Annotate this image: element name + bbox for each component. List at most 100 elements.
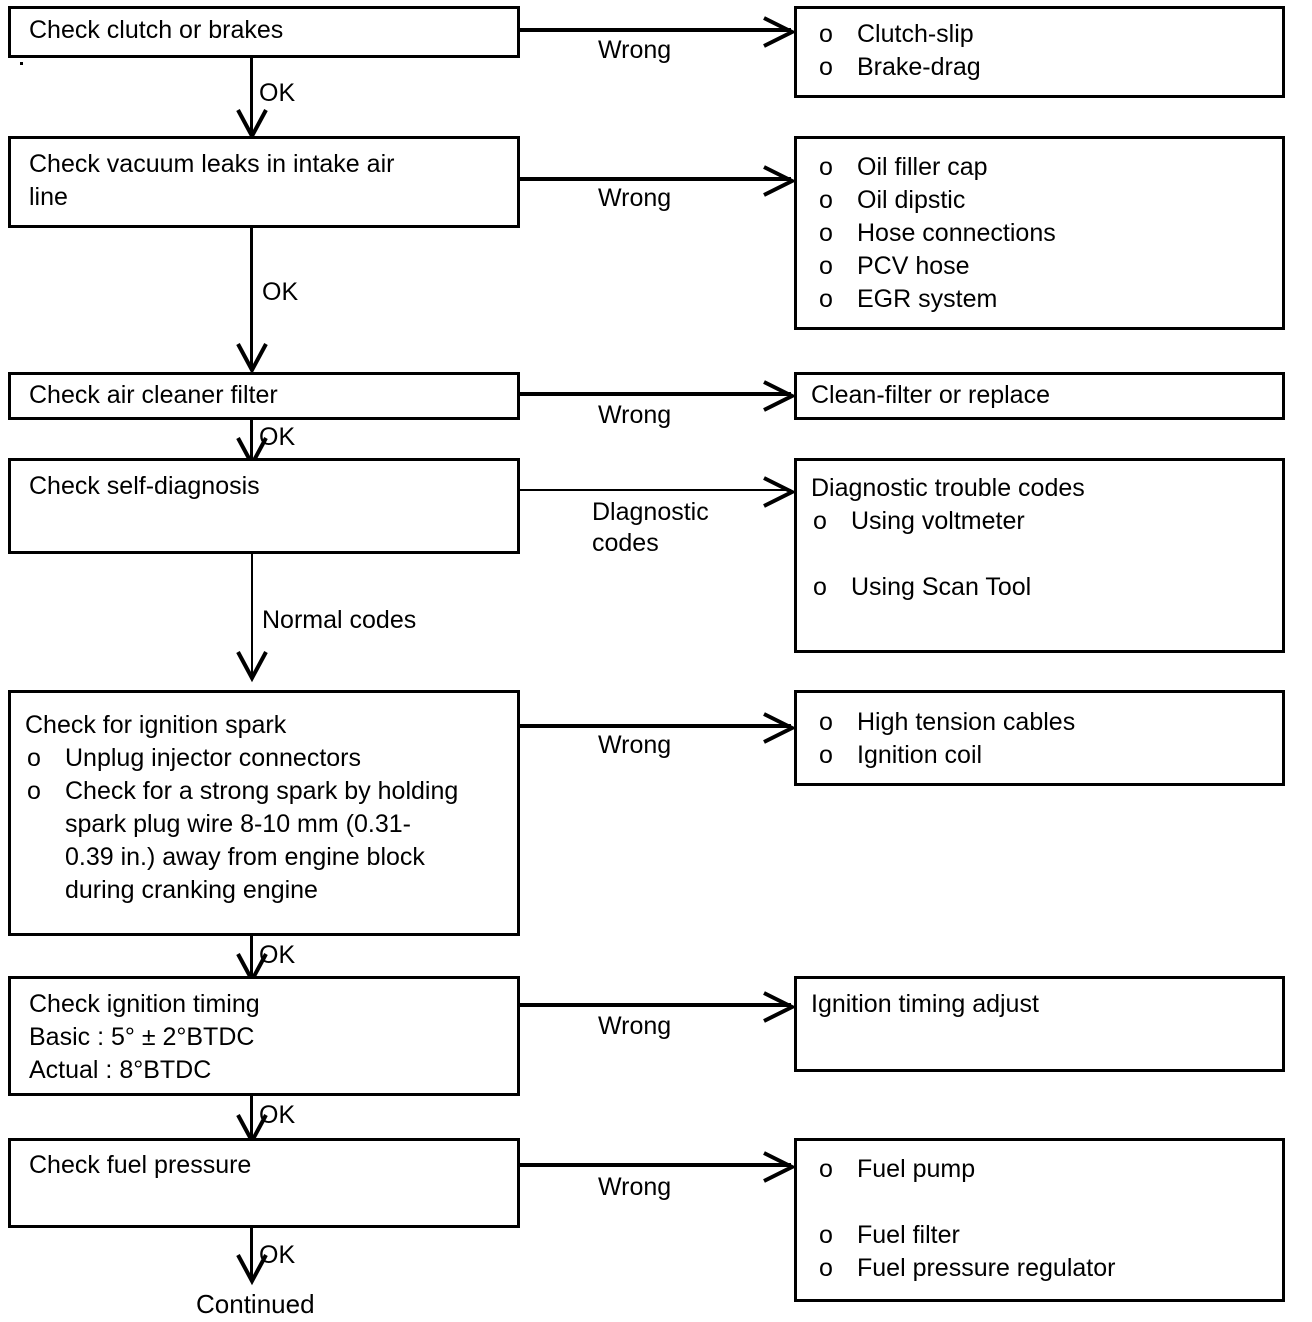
edge-label-ok-7: OK (259, 1241, 296, 1269)
result-box-diagnostic-trouble-codes[interactable]: Diagnostic trouble codes o Using voltmete… (794, 458, 1285, 653)
connector-ok-3 (250, 420, 253, 460)
connector-wrong-2 (519, 177, 791, 181)
list-item: o Using Scan Tool (811, 571, 1282, 604)
step-box-check-ignition-timing[interactable]: Check ignition timing Basic : 5° ± 2°BTD… (8, 976, 520, 1096)
step-title: Check ignition timing Basic : 5° ± 2°BTD… (29, 990, 260, 1084)
edge-label-wrong-2: Wrong (598, 184, 672, 212)
step-box-check-ignition-spark[interactable]: Check for ignition spark o Unplug injecto… (8, 690, 520, 936)
list-item: o Oil dipstic (815, 184, 1282, 217)
list-item: o Using voltmeter (811, 505, 1282, 538)
list-item: o EGR system (815, 283, 1282, 316)
connector-normal-codes (251, 554, 253, 676)
result-box-ignition-timing-action[interactable]: Ignition timing adjust (794, 976, 1285, 1072)
connector-diagnostic-codes (519, 489, 791, 491)
bullet-icon: o (819, 252, 833, 280)
bullet-icon: o (819, 285, 833, 313)
bullet-icon: o (819, 186, 833, 214)
bullet-icon: o (819, 219, 833, 247)
bullet-icon: o (819, 1254, 833, 1282)
list-item: o Fuel filter (815, 1219, 1282, 1252)
list-item: o Fuel pressure regulator (815, 1252, 1282, 1285)
step-title: Check vacuum leaks in intake air line (29, 150, 395, 211)
list-item: o PCV hose (815, 250, 1282, 283)
list-item-label: High tension cables (857, 708, 1076, 736)
connector-wrong-6 (519, 1003, 791, 1007)
edge-label-ok-5: OK (259, 941, 296, 969)
list-item-label: Oil filler cap (857, 153, 988, 181)
bullet-icon: o (819, 1155, 833, 1183)
connector-ok-2 (250, 228, 253, 366)
list-item-label: PCV hose (857, 252, 970, 280)
list-item-label: Using voltmeter (851, 507, 1025, 535)
scan-speck (20, 62, 23, 65)
result-title: Clean-filter or replace (811, 381, 1050, 409)
list-item: o Brake-drag (815, 51, 1282, 84)
step-title: Check air cleaner filter (29, 381, 278, 409)
list-item-label: EGR system (857, 285, 998, 313)
list-item: o Unplug injector connectors (25, 742, 517, 775)
bullet-icon: o (27, 744, 41, 772)
edge-label-ok-3: OK (259, 423, 296, 451)
step-box-check-self-diagnosis[interactable]: Check self-diagnosis (8, 458, 520, 554)
bullet-icon: o (819, 741, 833, 769)
terminal-label-continued: Continued (196, 1289, 315, 1319)
list-item: o Oil filler cap (815, 151, 1282, 184)
edge-label-wrong-7: Wrong (598, 1173, 672, 1201)
step-box-check-fuel-pressure[interactable]: Check fuel pressure (8, 1138, 520, 1228)
bullet-icon: o (819, 20, 833, 48)
edge-label-ok-6: OK (259, 1101, 296, 1129)
connector-ok-7 (250, 1228, 253, 1280)
list-item-label: Fuel pump (857, 1155, 976, 1183)
step-box-check-air-cleaner-filter[interactable]: Check air cleaner filter (8, 372, 520, 420)
connector-wrong-7 (519, 1163, 791, 1167)
bullet-icon: o (819, 708, 833, 736)
edge-label-normal-codes: Normal codes (262, 606, 417, 634)
step-box-check-vacuum-leaks[interactable]: Check vacuum leaks in intake air line (8, 136, 520, 228)
step-box-check-clutch-or-brakes[interactable]: Check clutch or brakes (8, 6, 520, 58)
step-title: Check clutch or brakes (29, 16, 284, 44)
list-item: o Fuel pump (815, 1153, 1282, 1186)
bullet-icon: o (813, 573, 827, 601)
list-item-label: Unplug injector connectors (65, 744, 361, 772)
edge-label-ok-2: OK (262, 278, 299, 306)
edge-label-wrong-6: Wrong (598, 1012, 672, 1040)
result-box-air-filter-action[interactable]: Clean-filter or replace (794, 372, 1285, 420)
bullet-icon: o (819, 1221, 833, 1249)
result-title: Diagnostic trouble codes (811, 474, 1085, 502)
list-item-label: Brake-drag (857, 53, 981, 81)
bullet-icon: o (819, 153, 833, 181)
step-title: Check fuel pressure (29, 1151, 252, 1179)
edge-label-diagnostic-codes: Dlagnostic codes (592, 498, 709, 557)
connector-wrong-5 (519, 724, 791, 728)
list-item: o Hose connections (815, 217, 1282, 250)
step-title: Check for ignition spark (25, 711, 287, 739)
list-item-label: Using Scan Tool (851, 573, 1032, 601)
list-item-label: Fuel pressure regulator (857, 1254, 1116, 1282)
edge-label-wrong-5: Wrong (598, 731, 672, 759)
connector-ok-1 (250, 58, 253, 132)
list-item-label: Hose connections (857, 219, 1056, 247)
list-item: o High tension cables (815, 706, 1282, 739)
connector-wrong-1 (519, 28, 791, 32)
list-item-label: Fuel filter (857, 1221, 960, 1249)
edge-label-ok-1: OK (259, 79, 296, 107)
bullet-icon: o (819, 53, 833, 81)
list-item-label: Check for a strong spark by holding spar… (65, 777, 459, 904)
step-title: Check self-diagnosis (29, 472, 260, 500)
bullet-icon: o (813, 507, 827, 535)
list-item-label: Oil dipstic (857, 186, 966, 214)
connector-wrong-3 (519, 392, 791, 396)
